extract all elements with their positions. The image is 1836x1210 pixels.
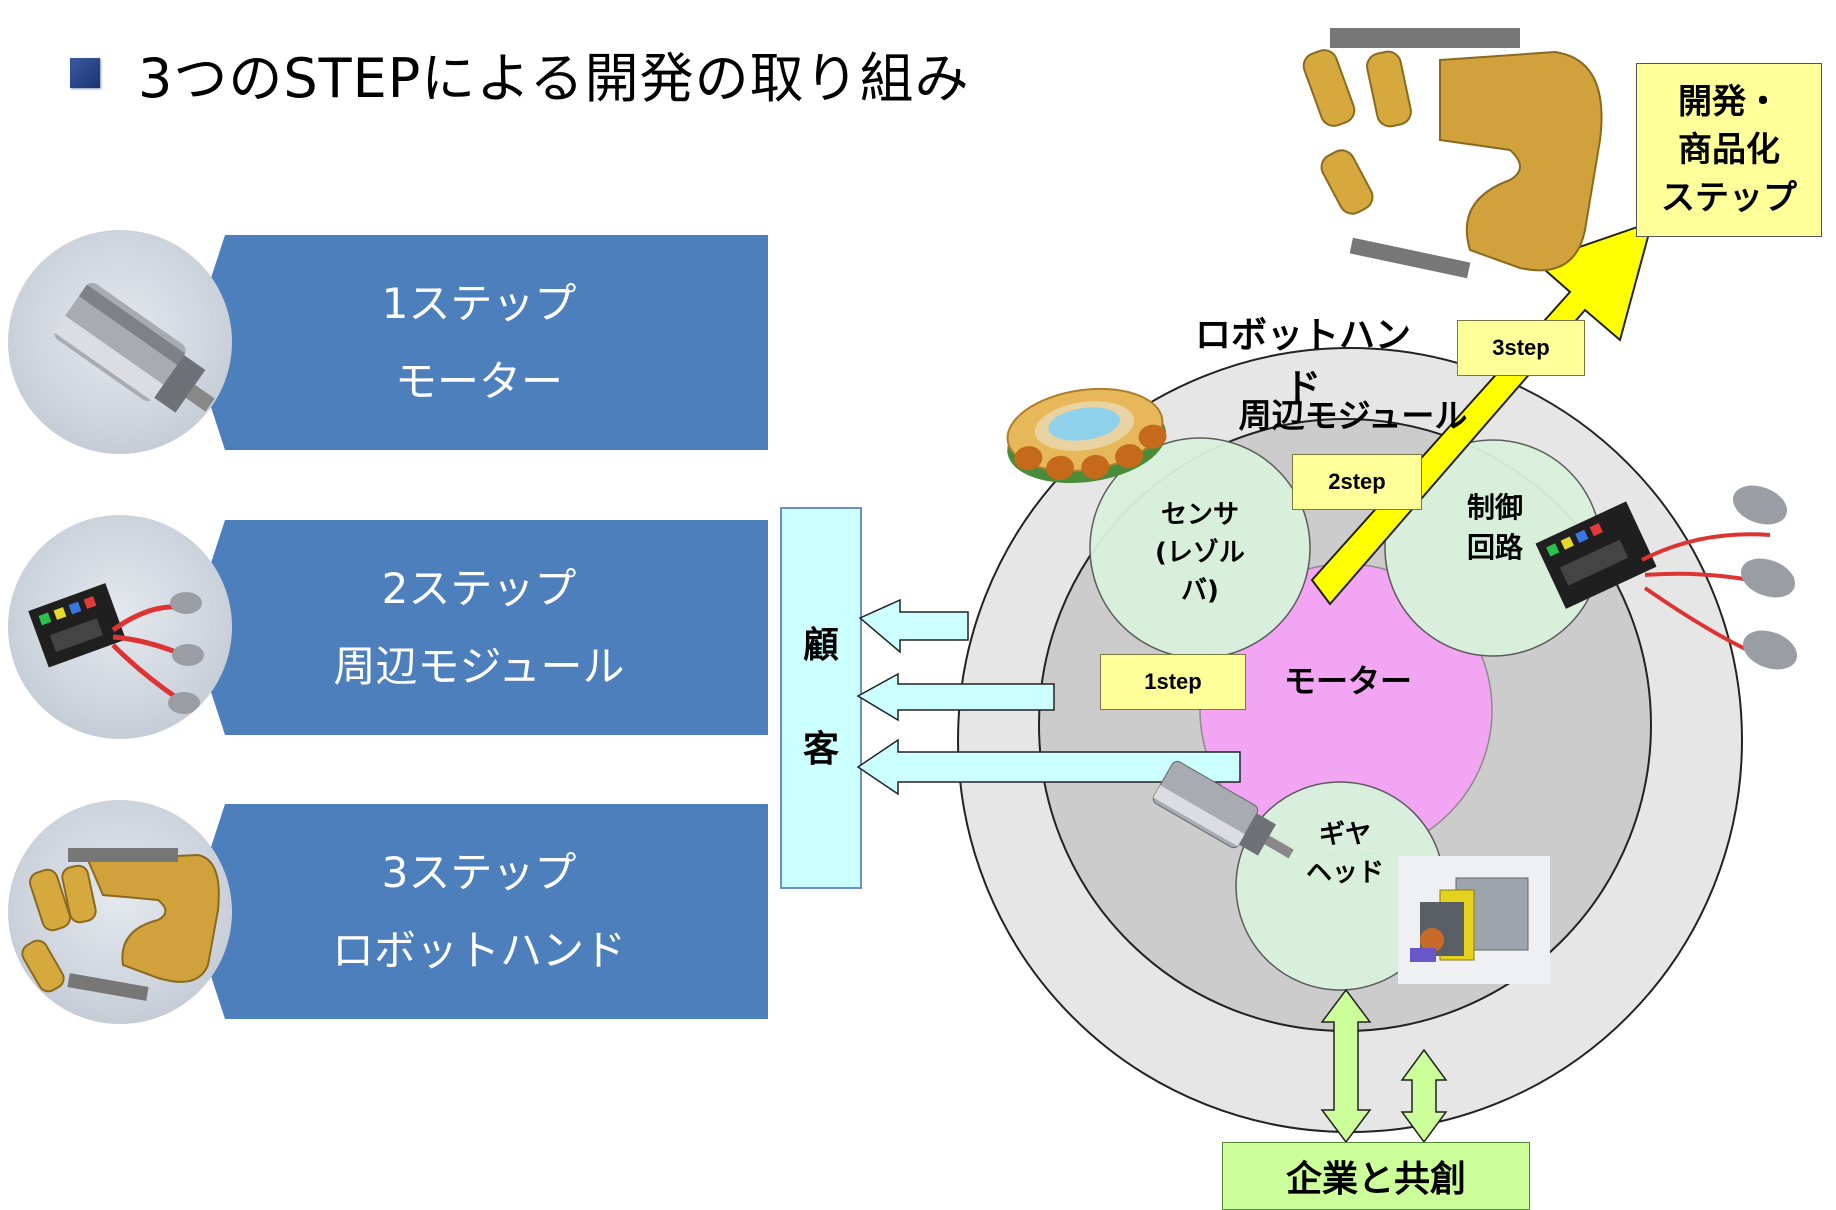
step-2-number: 2ステップ <box>381 563 577 613</box>
step1-label: 1step <box>1100 654 1246 710</box>
gear-label: ギヤ ヘッド <box>1300 816 1390 892</box>
outer-ring-label: ロボットハンド <box>1178 306 1428 410</box>
step-1-number: 1ステップ <box>381 278 577 328</box>
control-label-line2: 回路 <box>1466 531 1523 564</box>
title-bullet-icon <box>70 58 100 88</box>
control-label: 制御 回路 <box>1450 488 1540 568</box>
step1-label-text: 1step <box>1144 669 1202 694</box>
step-1-banner <box>190 235 768 450</box>
step-3-text: 3ステップ ロボットハンド <box>190 804 768 1019</box>
control-label-line1: 制御 <box>1466 491 1523 524</box>
step3-label: 3step <box>1457 320 1585 376</box>
step-1-text: 1ステップ モーター <box>190 235 768 450</box>
customer-arrow-1 <box>858 598 969 654</box>
cocreation-box: 企業と共創 <box>1222 1142 1530 1210</box>
dev-box-line1: 開発・ <box>1678 82 1780 122</box>
robot-hand-icon <box>21 848 220 1001</box>
middle-ring-text: 周辺モジュール <box>1238 396 1468 435</box>
gear-label-line1: ギヤ <box>1318 820 1371 850</box>
step-2-text: 2ステップ 周辺モジュール <box>190 520 768 735</box>
customer-char-2: 客 <box>802 729 839 770</box>
step2-label-text: 2step <box>1328 469 1386 494</box>
step-3-banner <box>190 804 768 1019</box>
page-title: 3つのSTEPによる開発の取り組み <box>70 38 970 110</box>
customer-box: 顧 客 <box>780 507 862 889</box>
dev-box-line2: 商品化 <box>1678 130 1780 170</box>
step-1-label: モーター <box>394 356 563 406</box>
outer-ring-text: ロボットハンド <box>1194 315 1411 408</box>
dev-box-line3: ステップ <box>1661 178 1797 218</box>
motor-image-icon <box>1152 760 1294 859</box>
control-board-icon <box>28 583 204 714</box>
sensor-label-line2: (レゾルバ) <box>1155 538 1245 606</box>
sensor-label-line1: センサ <box>1160 500 1239 530</box>
cocreation-text: 企業と共創 <box>1285 1159 1466 1200</box>
customer-arrow-2 <box>856 672 1055 722</box>
gear-label-line2: ヘッド <box>1305 858 1384 888</box>
robot-hand-thumbnail <box>8 800 232 1024</box>
development-step-box: 開発・ 商品化 ステップ <box>1636 63 1822 237</box>
stator-icon <box>1006 387 1167 484</box>
motor-icon <box>53 282 215 413</box>
step-2-banner <box>190 520 768 735</box>
step2-label: 2step <box>1292 454 1422 510</box>
sensor-label: センサ (レゾルバ) <box>1140 496 1260 610</box>
motor-thumbnail <box>8 230 232 454</box>
step-3-label: ロボットハンド <box>331 925 626 975</box>
customer-char-1: 顧 <box>802 625 839 666</box>
step3-label-text: 3step <box>1492 335 1550 360</box>
motor-label: モーター <box>1268 656 1428 702</box>
motor-label-text: モーター <box>1283 662 1412 700</box>
step-2-label: 周辺モジュール <box>333 641 625 691</box>
customer-arrow-3 <box>856 738 1241 796</box>
control-board-image-icon <box>1535 485 1798 670</box>
robot-hand-image-icon <box>1302 28 1603 279</box>
title-text: 3つのSTEPによる開発の取り組み <box>138 46 970 110</box>
control-board-thumbnail <box>8 515 232 739</box>
middle-ring-label: 周辺モジュール <box>1218 389 1488 437</box>
gearhead-image-icon <box>1398 856 1550 984</box>
step-3-number: 3ステップ <box>381 847 577 897</box>
